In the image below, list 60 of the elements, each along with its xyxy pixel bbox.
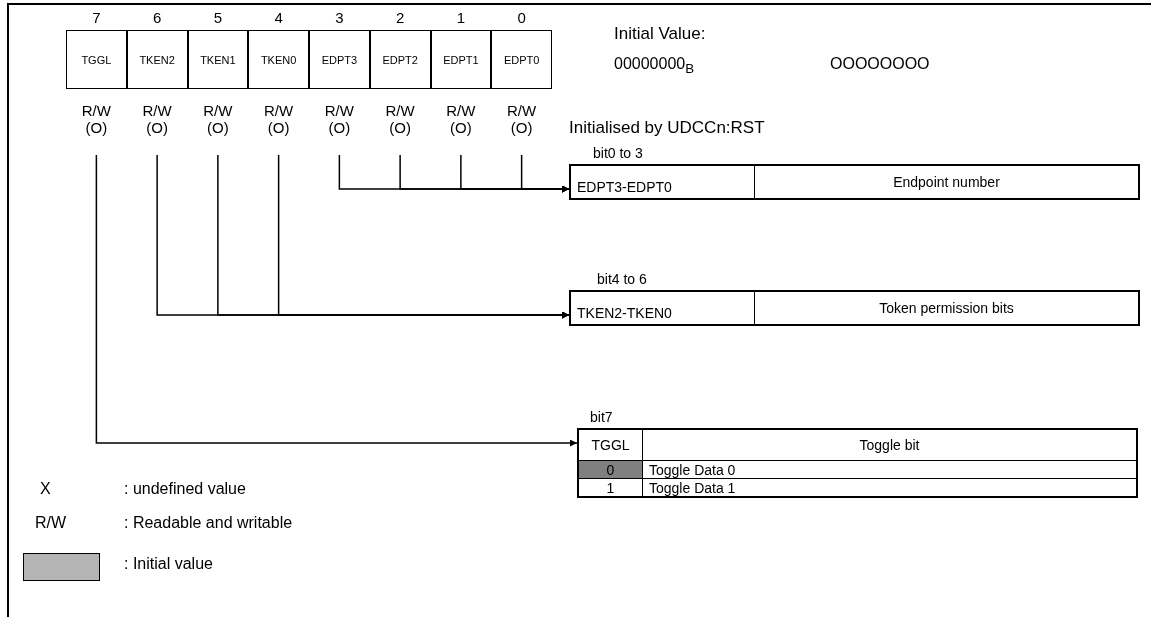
reset-note: Initialised by UDCCn:RST	[569, 118, 765, 138]
initial-value-cell: 0	[579, 460, 642, 478]
access-attribute: R/W (O)	[323, 102, 355, 136]
bit-number: 2	[394, 9, 406, 26]
bit-number: 5	[212, 9, 224, 26]
access-attribute: R/W (O)	[80, 102, 112, 136]
bit-range-label: bit0 to 3	[593, 145, 643, 161]
register-bit-cell	[369, 30, 431, 89]
bit-description-table	[577, 428, 1138, 498]
connector-arrow	[277, 154, 570, 319]
bit-name: EDPT0	[503, 53, 540, 66]
bit-range-label: bit4 to 6	[597, 271, 647, 287]
legend-text: : Initial value	[124, 555, 213, 573]
initial-value: 00000000$_{B}$	[614, 55, 695, 77]
register-bit-cell	[430, 30, 492, 89]
bit-range-label: bit7	[590, 409, 613, 425]
register-bit-cell	[66, 30, 127, 89]
legend-text: : undefined value	[124, 480, 246, 498]
field-name: TKEN2-TKEN0	[577, 305, 672, 321]
bit-description-table	[569, 290, 1140, 326]
access-attribute: R/W (O)	[263, 102, 295, 136]
bit-number: 7	[91, 9, 102, 26]
field-description: Token permission bits	[879, 300, 1014, 316]
bit-number: 4	[273, 9, 284, 26]
connector-arrow	[95, 154, 578, 447]
bit-name: TKEN0	[260, 53, 297, 66]
field-name: TGGL	[591, 437, 630, 453]
bit-name: TKEN1	[200, 53, 236, 66]
legend-text: : Readable and writable	[124, 514, 293, 532]
access-attribute: R/W (O)	[202, 102, 234, 136]
access-attribute: R/W (O)	[141, 102, 173, 136]
bit-value: 1	[606, 480, 615, 495]
bit-number: 6	[151, 9, 163, 26]
bit-name: EDPT3	[321, 53, 358, 66]
legend-symbol: R/W	[35, 514, 67, 532]
access-attribute: R/W (O)	[384, 102, 416, 136]
register-bit-cell	[248, 30, 309, 89]
register-bit-cell	[187, 30, 249, 89]
bit-description-table	[569, 164, 1140, 200]
bit-name: EDPT1	[443, 53, 479, 66]
access-attribute: R/W (O)	[506, 102, 538, 136]
initial-value: OOOOOOOO	[830, 55, 930, 73]
register-bit-cell	[309, 30, 370, 89]
field-description: Toggle bit	[859, 437, 920, 453]
register-bit-cell	[126, 30, 188, 89]
field-description: Toggle Data 1	[649, 480, 736, 495]
connector-arrow	[520, 154, 570, 193]
register-heading: Initial Value:	[614, 24, 706, 44]
field-description: Toggle Data 0	[649, 462, 736, 477]
bit-number: 1	[455, 9, 467, 26]
bit-name: EDPT2	[382, 53, 418, 66]
register-bit-cell	[491, 30, 552, 89]
legend-symbol: X	[40, 480, 51, 498]
bit-name: TGGL	[81, 53, 112, 66]
bit-number: 3	[334, 9, 345, 26]
field-name: EDPT3-EDPT0	[577, 179, 672, 195]
bit-name: TKEN2	[139, 53, 175, 66]
field-description: Endpoint number	[893, 174, 1000, 190]
access-attribute: R/W (O)	[445, 102, 477, 136]
bit-number: 0	[516, 9, 527, 26]
